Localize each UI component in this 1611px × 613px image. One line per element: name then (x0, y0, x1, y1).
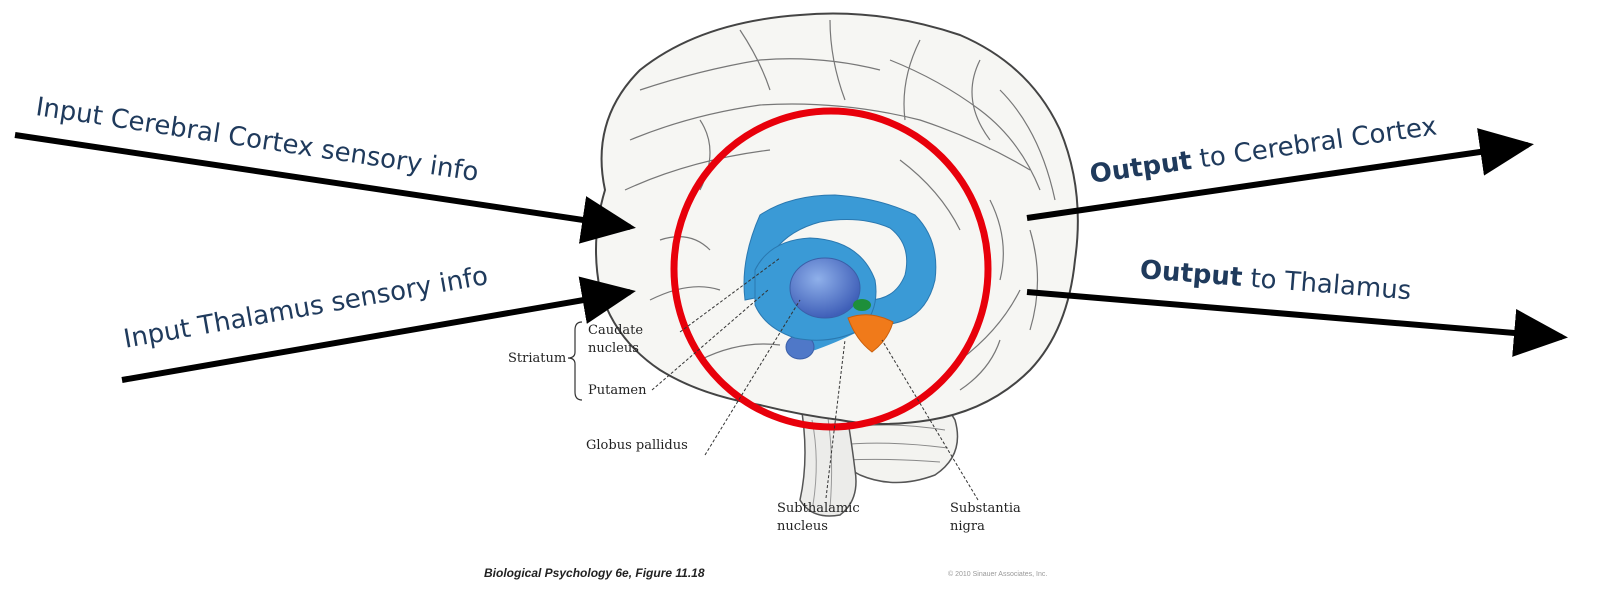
caudate-label: Caudate nucleus (588, 322, 643, 358)
globus-pallidus-structure (790, 258, 860, 318)
striatum-label: Striatum (508, 350, 566, 368)
figure-caption: Biological Psychology 6e, Figure 11.18 (484, 566, 705, 580)
caudate-label-line1: Caudate (588, 322, 643, 340)
substantia-label-line2: nigra (950, 518, 1021, 536)
striatum-bracket (568, 322, 582, 400)
output-thalamus-arrow (1027, 292, 1562, 337)
putamen-label: Putamen (588, 382, 647, 400)
substantia-nigra-label: Substantia nigra (950, 500, 1021, 536)
substantia-label-line1: Substantia (950, 500, 1021, 518)
copyright-notice: © 2010 Sinauer Associates, Inc. (948, 571, 1047, 578)
subthalamic-label: Subthalamic nucleus (777, 500, 860, 536)
globus-pallidus-label: Globus pallidus (586, 437, 688, 455)
subthalamic-label-line1: Subthalamic (777, 500, 860, 518)
caudate-label-line2: nucleus (588, 340, 643, 358)
subthalamic-label-line2: nucleus (777, 518, 860, 536)
subthalamic-nucleus-structure (853, 299, 871, 311)
